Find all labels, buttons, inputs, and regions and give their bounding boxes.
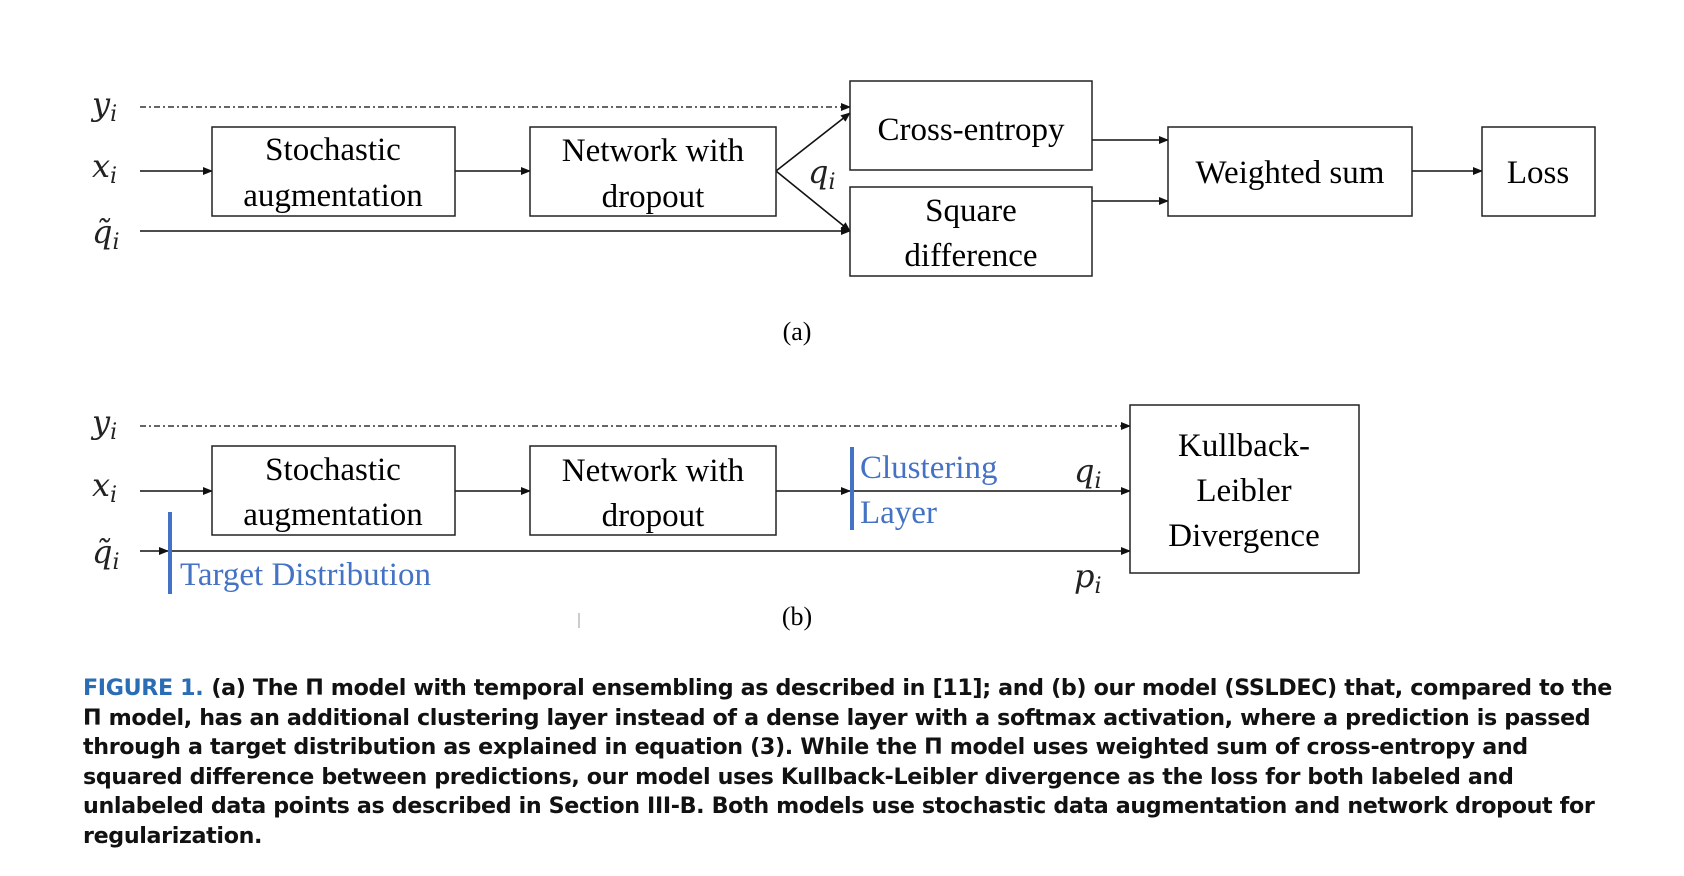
loss-box-a: Loss bbox=[1481, 126, 1596, 217]
clustering-layer-label-line2-b: Layer bbox=[860, 495, 937, 531]
network-dropout-box-a: Network with dropout bbox=[529, 126, 777, 217]
target-distribution-label-b: Target Distribution bbox=[180, 557, 431, 593]
input-y-label-a: yi bbox=[90, 85, 117, 127]
kl-divergence-box-b: Kullback- Leibler Divergence bbox=[1129, 404, 1360, 574]
svg-text:Kullback-: Kullback- bbox=[1178, 428, 1310, 464]
stochastic-augmentation-box-b: Stochastic augmentation bbox=[211, 445, 456, 536]
svg-text:Cross-entropy: Cross-entropy bbox=[878, 112, 1065, 148]
input-q-label-b: q̃i bbox=[92, 533, 120, 575]
cross-entropy-box-a: Cross-entropy bbox=[849, 80, 1093, 171]
input-x-label-b: xi bbox=[92, 466, 117, 508]
panel-a-label: (a) bbox=[783, 317, 812, 346]
svg-text:Square: Square bbox=[925, 193, 1017, 229]
p-output-label-b: pi bbox=[1074, 557, 1102, 599]
svg-text:Network with: Network with bbox=[562, 133, 745, 169]
svg-text:Weighted sum: Weighted sum bbox=[1196, 155, 1385, 191]
net-to-ce-arrow-a bbox=[775, 112, 851, 172]
panel-b: yi xi q̃i Stochastic augmentation Networ… bbox=[90, 403, 1360, 631]
svg-text:difference: difference bbox=[904, 238, 1037, 274]
svg-text:augmentation: augmentation bbox=[243, 178, 423, 214]
figure-caption-label: FIGURE 1. bbox=[83, 675, 204, 701]
svg-text:Divergence: Divergence bbox=[1168, 518, 1319, 554]
input-x-label-a: xi bbox=[92, 147, 117, 189]
q-output-label-a: qi bbox=[808, 153, 836, 195]
net-to-sq-arrow-a bbox=[775, 170, 851, 232]
q-output-label-b: qi bbox=[1074, 452, 1102, 494]
svg-text:Stochastic: Stochastic bbox=[265, 132, 401, 168]
panel-a: yi xi q̃i Stochastic augmentation Networ… bbox=[90, 80, 1596, 346]
network-dropout-box-b: Network with dropout bbox=[529, 445, 777, 536]
stochastic-augmentation-box-a: Stochastic augmentation bbox=[211, 126, 456, 217]
figure-caption-text: (a) The Π model with temporal ensembling… bbox=[83, 675, 1612, 849]
square-difference-box-a: Square difference bbox=[849, 186, 1093, 277]
svg-text:augmentation: augmentation bbox=[243, 497, 423, 533]
svg-text:Leibler: Leibler bbox=[1196, 473, 1291, 509]
clustering-layer-label-b: Clustering bbox=[860, 450, 998, 486]
svg-text:Loss: Loss bbox=[1507, 155, 1569, 191]
panel-b-label: (b) bbox=[782, 602, 812, 631]
input-y-label-b: yi bbox=[90, 403, 117, 445]
svg-text:dropout: dropout bbox=[602, 179, 705, 215]
svg-text:dropout: dropout bbox=[602, 498, 705, 534]
input-q-label-a: q̃i bbox=[92, 213, 120, 255]
figure-caption: FIGURE 1.(a) The Π model with temporal e… bbox=[83, 674, 1623, 851]
weighted-sum-box-a: Weighted sum bbox=[1167, 126, 1413, 217]
svg-text:Stochastic: Stochastic bbox=[265, 452, 401, 488]
svg-text:Network with: Network with bbox=[562, 453, 745, 489]
